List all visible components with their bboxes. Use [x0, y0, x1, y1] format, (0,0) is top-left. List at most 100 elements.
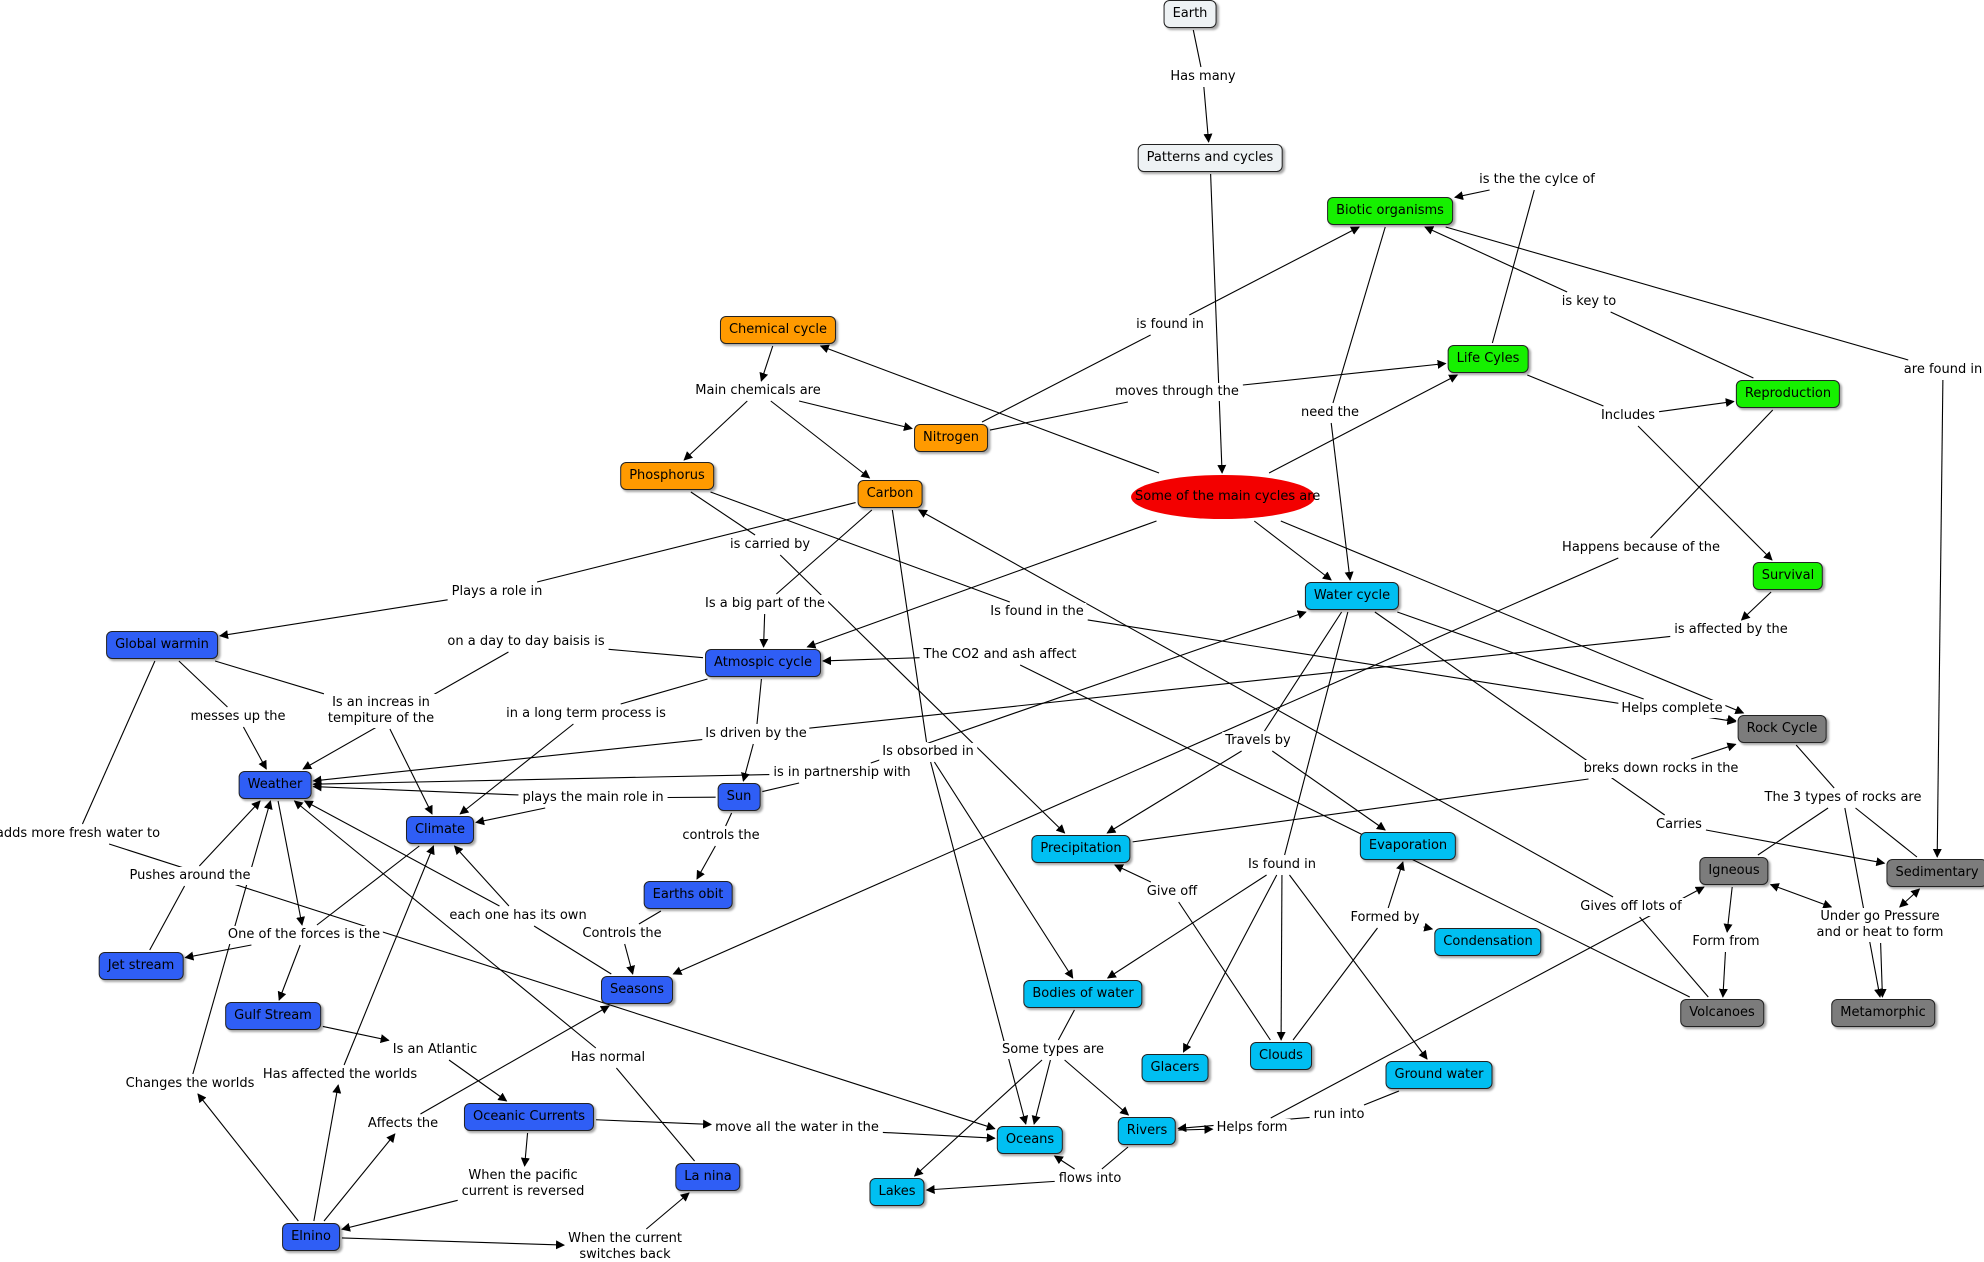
connector-line [690, 491, 756, 536]
connector-line [710, 491, 1010, 603]
node-sun[interactable]: Sun [717, 783, 761, 811]
link-label: Happens because of the [1559, 539, 1723, 557]
link-label: Give off [1143, 883, 1201, 901]
node-oceans[interactable]: Oceans [996, 1126, 1064, 1154]
node-water-cycle[interactable]: Water cycle [1304, 582, 1400, 610]
link-label: plays the main role in [519, 789, 667, 807]
connector-line [1740, 591, 1772, 621]
connector-line [1445, 226, 1909, 361]
link-label: is carried by [726, 536, 814, 554]
connector-line [1268, 374, 1459, 474]
link-label: need the [1298, 404, 1362, 422]
link-label: Has many [1167, 68, 1239, 86]
link-label: Formed by [1347, 909, 1423, 927]
node-rock-cycle[interactable]: Rock Cycle [1737, 715, 1827, 743]
node-la-nina[interactable]: La nina [675, 1163, 741, 1191]
connector-line [672, 557, 1619, 975]
node-el-nino[interactable]: Elnino [282, 1223, 340, 1251]
connector-line [822, 656, 920, 666]
link-label: is found in [1133, 316, 1207, 334]
link-label: Changes the worlds [122, 1075, 258, 1093]
connector-line [1610, 311, 1754, 379]
node-earth[interactable]: Earth [1163, 0, 1217, 28]
link-label: Form from [1689, 933, 1763, 951]
connector-line [1844, 807, 1883, 998]
node-glacers[interactable]: Glacers [1141, 1054, 1209, 1082]
connector-line [313, 1084, 342, 1222]
connector-line [913, 1059, 1043, 1177]
node-global-warming[interactable]: Global warmin [106, 631, 218, 659]
connector-line [149, 885, 186, 951]
connector-line [645, 1192, 690, 1230]
connector-line [1932, 379, 1944, 858]
connector-line [536, 502, 856, 583]
connector-line [981, 334, 1151, 423]
connector-line [108, 843, 996, 1131]
node-main-cycles[interactable]: Some of the main cycles are [1131, 475, 1320, 519]
connector-line [1330, 422, 1354, 581]
link-label: run into [1310, 1106, 1368, 1124]
node-igneous[interactable]: Igneous [1699, 857, 1769, 885]
node-ground-water[interactable]: Ground water [1385, 1061, 1493, 1089]
node-oceanic-currents[interactable]: Oceanic Currents [463, 1103, 595, 1131]
node-lakes[interactable]: Lakes [869, 1178, 925, 1206]
connector-line [520, 1132, 530, 1167]
link-label: Affects the [364, 1115, 442, 1133]
link-label: in a long term process is [503, 705, 669, 723]
node-carbon[interactable]: Carbon [857, 480, 923, 508]
node-clouds[interactable]: Clouds [1250, 1042, 1312, 1070]
node-condensation[interactable]: Condensation [1434, 928, 1542, 956]
connector-line [925, 1180, 1055, 1194]
connector-line [1658, 398, 1735, 413]
node-nitrogen[interactable]: Nitrogen [914, 424, 988, 452]
node-metamorphic[interactable]: Metamorphic [1831, 999, 1935, 1027]
link-label: on a day to day baisis is [444, 633, 608, 651]
node-survival[interactable]: Survival [1752, 562, 1824, 590]
node-biotic-organisms[interactable]: Biotic organisms [1327, 197, 1453, 225]
connector-line [917, 509, 1614, 898]
node-life-cycles[interactable]: Life Cyles [1447, 345, 1529, 373]
connector-line [1031, 1059, 1051, 1125]
node-seasons[interactable]: Seasons [601, 976, 673, 1004]
node-phosphorus[interactable]: Phosphorus [620, 462, 714, 490]
connector-line [341, 1199, 458, 1232]
node-atmospheric-cycle[interactable]: Atmospic cycle [705, 649, 821, 677]
node-volcanoes[interactable]: Volcanoes [1680, 999, 1764, 1027]
link-label: controls the [679, 827, 763, 845]
node-gulf-stream[interactable]: Gulf Stream [225, 1002, 321, 1030]
link-label: Helps form [1213, 1119, 1291, 1137]
connector-line [1639, 916, 1709, 998]
node-jet-stream[interactable]: Jet stream [98, 952, 184, 980]
node-chemical-cycle[interactable]: Chemical cycle [719, 316, 837, 344]
connector-line [453, 845, 510, 907]
node-rivers[interactable]: Rivers [1117, 1117, 1177, 1145]
connector-line [242, 726, 267, 770]
link-label: Has normal [567, 1049, 649, 1067]
node-bodies-of-water[interactable]: Bodies of water [1023, 980, 1143, 1008]
connector-line [1491, 189, 1535, 344]
connector-line [312, 782, 519, 796]
node-earths-orbit[interactable]: Earths obit [643, 881, 733, 909]
node-climate[interactable]: Climate [405, 816, 475, 844]
node-patterns-and-cycles[interactable]: Patterns and cycles [1137, 144, 1283, 172]
link-label: Controls the [579, 925, 665, 943]
connector-line [620, 678, 708, 705]
connector-line [725, 812, 733, 827]
connector-line [776, 509, 873, 595]
connector-line [596, 1119, 713, 1129]
connector-line [1292, 927, 1378, 1041]
connector-line [1899, 888, 1921, 908]
node-reproduction[interactable]: Reproduction [1735, 380, 1841, 408]
node-sedimentary[interactable]: Sedimentary [1886, 859, 1984, 887]
connector-line [448, 1059, 508, 1102]
connector-line [1203, 86, 1213, 143]
link-label: is key to [1558, 293, 1620, 311]
node-weather[interactable]: Weather [238, 771, 312, 799]
connector-line [1387, 861, 1405, 909]
node-precipitation[interactable]: Precipitation [1031, 835, 1131, 863]
node-evaporation[interactable]: Evaporation [1359, 832, 1457, 860]
